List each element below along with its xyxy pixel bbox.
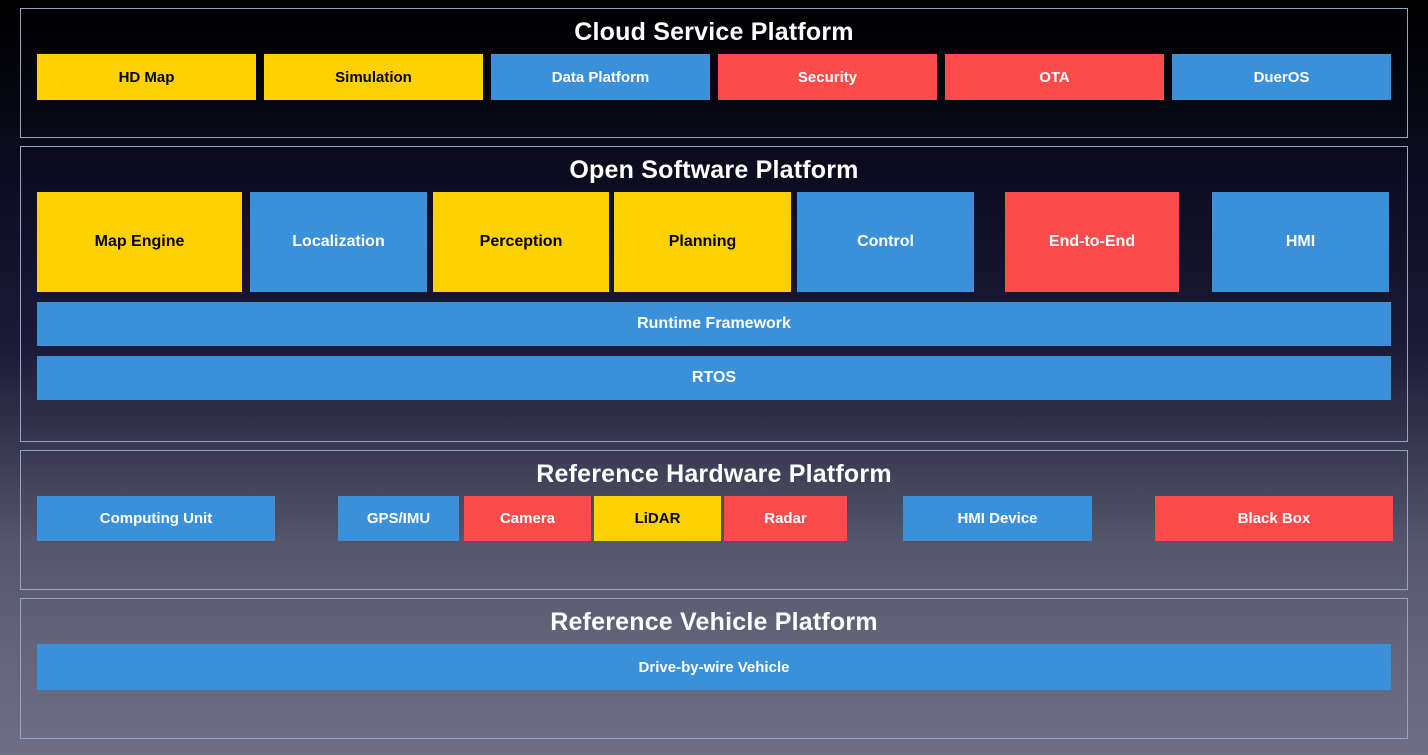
box-runtime-framework[interactable]: Runtime Framework xyxy=(37,302,1391,347)
box-ota[interactable]: OTA xyxy=(945,54,1164,101)
layer-reference-hardware-platform: Reference Hardware Platform Computing Un… xyxy=(20,450,1408,590)
box-map-engine[interactable]: Map Engine xyxy=(37,192,242,293)
box-dueros[interactable]: DuerOS xyxy=(1172,54,1391,101)
layer-open-software-platform: Open Software Platform Map Engine Locali… xyxy=(20,146,1408,442)
box-camera[interactable]: Camera xyxy=(464,496,591,542)
layer-title-cloud-service-platform: Cloud Service Platform xyxy=(574,18,854,46)
row-rtos: RTOS xyxy=(37,356,1391,401)
row-vehicle-components: Drive-by-wire Vehicle xyxy=(37,644,1391,691)
box-computing-unit[interactable]: Computing Unit xyxy=(37,496,275,542)
box-planning[interactable]: Planning xyxy=(614,192,791,293)
box-hd-map[interactable]: HD Map xyxy=(37,54,256,101)
layer-title-reference-vehicle-platform: Reference Vehicle Platform xyxy=(550,608,878,636)
row-hardware-components: Computing Unit GPS/IMU Camera LiDAR Rada… xyxy=(37,496,1393,542)
box-simulation[interactable]: Simulation xyxy=(264,54,483,101)
box-control[interactable]: Control xyxy=(797,192,974,293)
box-drive-by-wire-vehicle[interactable]: Drive-by-wire Vehicle xyxy=(37,644,1391,691)
box-security[interactable]: Security xyxy=(718,54,937,101)
box-localization[interactable]: Localization xyxy=(250,192,427,293)
row-runtime-framework: Runtime Framework xyxy=(37,302,1391,347)
box-lidar[interactable]: LiDAR xyxy=(594,496,721,542)
box-hmi[interactable]: HMI xyxy=(1212,192,1389,293)
box-end-to-end[interactable]: End-to-End xyxy=(1005,192,1179,293)
box-perception[interactable]: Perception xyxy=(433,192,609,293)
layer-cloud-service-platform: Cloud Service Platform HD Map Simulation… xyxy=(20,8,1408,138)
box-hmi-device[interactable]: HMI Device xyxy=(903,496,1092,542)
box-rtos[interactable]: RTOS xyxy=(37,356,1391,401)
row-cloud-services: HD Map Simulation Data Platform Security… xyxy=(37,54,1391,101)
box-gps-imu[interactable]: GPS/IMU xyxy=(338,496,459,542)
layer-title-reference-hardware-platform: Reference Hardware Platform xyxy=(536,460,892,488)
box-black-box[interactable]: Black Box xyxy=(1155,496,1393,542)
row-software-modules: Map Engine Localization Perception Plann… xyxy=(37,192,1391,293)
box-data-platform[interactable]: Data Platform xyxy=(491,54,710,101)
layer-title-open-software-platform: Open Software Platform xyxy=(569,156,859,184)
layer-reference-vehicle-platform: Reference Vehicle Platform Drive-by-wire… xyxy=(20,598,1408,739)
box-radar[interactable]: Radar xyxy=(724,496,847,542)
